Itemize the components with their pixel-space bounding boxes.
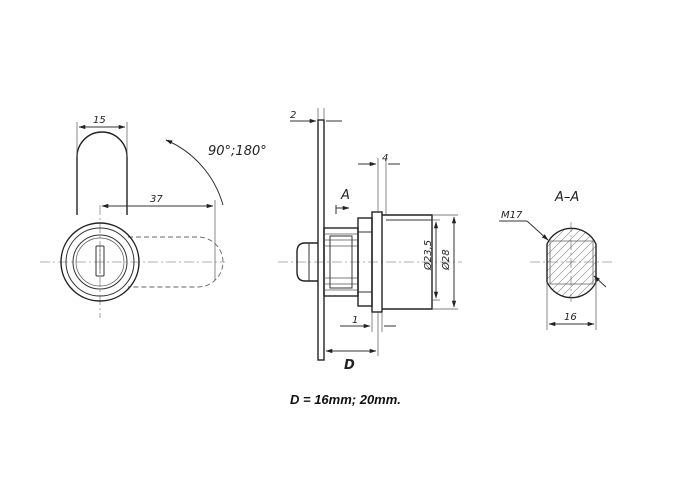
dim-d-label: D bbox=[344, 358, 355, 373]
section-inner-square bbox=[549, 240, 594, 285]
thread-core bbox=[329, 235, 353, 289]
front-view: 15 37 90°;180° bbox=[40, 115, 267, 318]
front-cylinder-inner bbox=[75, 237, 125, 287]
caption: D = 16mm; 20mm. bbox=[290, 392, 401, 407]
cam-plate bbox=[317, 119, 325, 361]
dim-15-label: 15 bbox=[93, 115, 106, 126]
section-mark-label: A bbox=[340, 188, 350, 203]
side-view: A 2 4 Ø23,5 Ø28 1 D bbox=[278, 108, 462, 373]
thread-label: M17 bbox=[501, 210, 523, 221]
dim-37-label: 37 bbox=[150, 194, 163, 205]
front-body-outer bbox=[60, 222, 140, 302]
dim-2-label: 2 bbox=[290, 110, 296, 121]
section-title: A–A bbox=[554, 190, 579, 205]
rotation-arc bbox=[165, 139, 224, 206]
front-body-ring bbox=[65, 227, 135, 297]
dim-4-label: 4 bbox=[382, 153, 388, 164]
section-a-a: A–A bbox=[499, 190, 613, 330]
cam-upper bbox=[76, 131, 128, 215]
front-cylinder bbox=[72, 234, 128, 290]
key-slot bbox=[95, 245, 105, 277]
dim-16-label: 16 bbox=[564, 312, 577, 323]
housing bbox=[382, 214, 433, 310]
cam-rotated bbox=[128, 236, 224, 288]
cylinder-front bbox=[296, 242, 318, 282]
dim-dia-28-label: Ø28 bbox=[440, 249, 452, 271]
dim-1-label: 1 bbox=[352, 315, 358, 326]
flange bbox=[371, 211, 383, 313]
dim-dia-23-5-label: Ø23,5 bbox=[422, 240, 434, 271]
rotation-label: 90°;180° bbox=[208, 144, 267, 159]
thread-leader bbox=[526, 220, 549, 241]
